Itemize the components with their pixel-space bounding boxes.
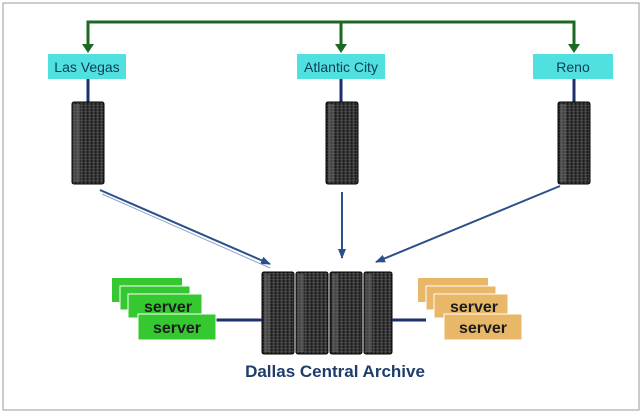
arrow-las-vegas-to-archive	[99, 189, 271, 265]
central-archive-cluster	[261, 271, 393, 355]
label-connectors	[86, 79, 576, 102]
site-label-box	[48, 54, 126, 79]
server-tower-atlantic-city	[325, 101, 359, 185]
server-stack-right: server server	[418, 278, 523, 341]
site-las-vegas: Las Vegas	[48, 54, 126, 79]
archive-caption: Dallas Central Archive	[245, 362, 425, 381]
server-tower-las-vegas	[71, 101, 105, 185]
site-reno: Reno	[533, 54, 613, 79]
diagram-frame	[2, 2, 640, 411]
arrow-shadow	[101, 193, 271, 269]
arrow-reno-to-archive	[375, 185, 561, 263]
stack-front-label: server	[153, 320, 201, 337]
site-label: Las Vegas	[54, 59, 119, 75]
site-label: Atlantic City	[304, 59, 378, 75]
site-label: Reno	[556, 59, 590, 75]
site-atlantic-city: Atlantic City	[297, 54, 385, 79]
stack-layer-label: server	[450, 299, 498, 316]
stack-front-label: server	[459, 320, 507, 337]
site-label-box	[297, 54, 385, 79]
server-stack-left: server server	[112, 278, 217, 341]
top-link-lines	[82, 20, 580, 53]
stack-front-layer	[137, 313, 217, 341]
stack-front-layer	[443, 313, 523, 341]
site-label-box	[533, 54, 613, 79]
replication-arrows	[99, 185, 561, 269]
server-tower-reno	[557, 101, 591, 185]
stack-layer-label: server	[144, 299, 192, 316]
